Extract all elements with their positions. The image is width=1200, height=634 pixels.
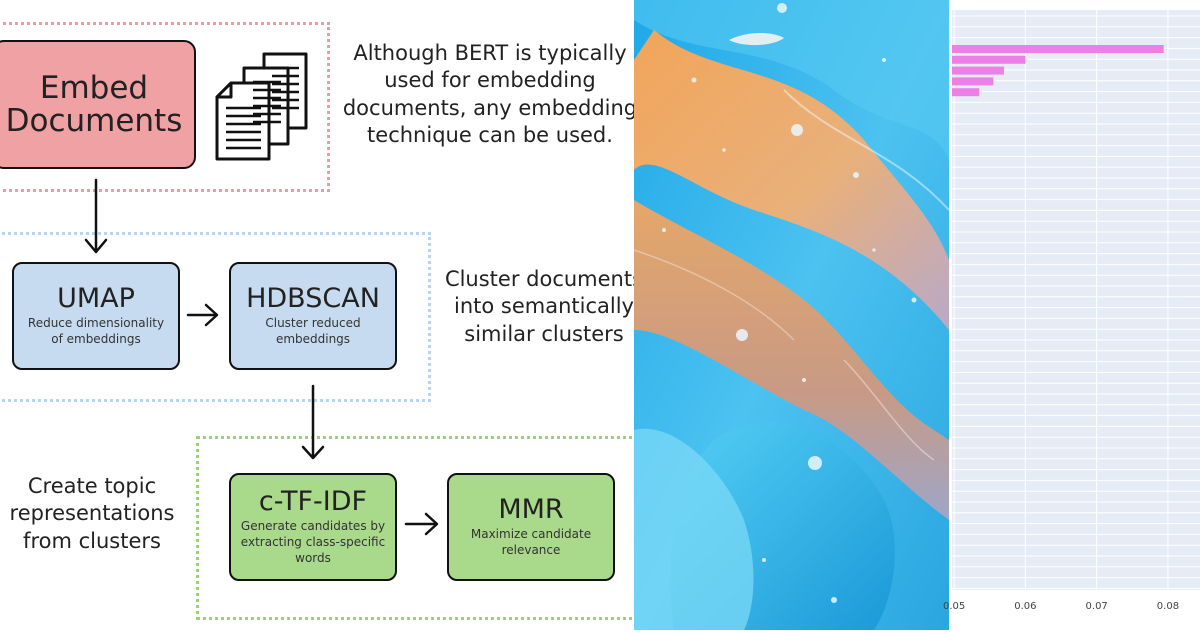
embed-title-line1: Embed [39,69,149,106]
cluster-note-line1: Cluster documents [444,267,644,291]
cluster-note: Cluster documents into semantically simi… [444,266,644,348]
abstract-photo-art [633,0,950,630]
hdbscan-sub-line1: Cluster reduced [265,315,361,330]
umap-box: UMAP Reduce dimensionality of embeddings [12,262,180,370]
embed-note-line4: technique can be used. [367,122,613,147]
ctfidf-sub-line2: extracting class-specific [240,535,386,550]
plot-background [952,10,1200,590]
hdbscan-sub-line2: embeddings [275,332,351,347]
abstract-photo [633,0,950,630]
chart-bars [952,45,1164,97]
hdbscan-title: HDBSCAN [246,282,380,314]
umap-subtitle: Reduce dimensionality of embeddings [28,315,164,347]
x-tick-label: 0.06 [1014,601,1036,612]
topic-note-line3: from clusters [23,528,161,553]
x-tick-label: 0.05 [943,601,965,612]
embed-group-border [0,22,330,192]
embed-note-line3: documents, any embedding [342,95,638,120]
reduce-cluster-group-border [0,232,431,402]
mmr-box: MMR Maximize candidate relevance [447,473,615,581]
pipeline-diagram: Embed Documents Although BERT is typical… [0,22,646,620]
embed-note-line2: used for embedding [384,68,596,93]
bar-chart: 0.05 0.06 0.07 0.08 [943,0,1200,630]
documents-icon [215,52,308,161]
topic-note: Create topic representations from cluste… [0,473,184,555]
bar [952,77,994,86]
mmr-sub-line1: Maximize candidate [470,526,592,541]
ctfidf-box: c-TF-IDF Generate candidates by extracti… [229,473,397,581]
topic-note-line2: representations [9,501,175,526]
bar-chart-svg: 0.05 0.06 0.07 0.08 [943,10,1200,612]
x-tick-label: 0.07 [1086,601,1108,612]
chart-gridlines [952,10,1200,590]
ctfidf-sub-line1: Generate candidates by [240,518,386,533]
cluster-note-line2: into semantically [454,294,634,319]
embed-note: Although BERT is typically used for embe… [340,40,640,149]
ctfidf-title: c-TF-IDF [258,485,368,517]
ctfidf-subtitle: Generate candidates by extracting class-… [241,518,385,567]
x-tick-label: 0.08 [1157,601,1179,612]
cluster-note-line3: similar clusters [464,321,624,346]
bar [952,45,1164,53]
embed-documents-box: Embed Documents [0,40,196,169]
ctfidf-sub-line3: words [295,551,331,566]
umap-sub-line2: of embeddings [51,332,141,347]
topic-note-line1: Create topic [27,474,157,498]
mmr-subtitle: Maximize candidate relevance [471,526,591,558]
hdbscan-subtitle: Cluster reduced embeddings [265,315,360,347]
chart-x-ticks: 0.05 0.06 0.07 0.08 [943,601,1179,612]
embed-note-line1: Although BERT is typically [353,41,627,65]
mmr-title: MMR [498,493,564,525]
embed-title-line2: Documents [5,102,183,139]
bar [952,55,1026,64]
umap-sub-line1: Reduce dimensionality [27,315,165,330]
umap-title: UMAP [57,282,135,314]
bar [952,88,980,97]
mmr-sub-line2: relevance [501,543,561,558]
bar [952,66,1005,75]
hdbscan-box: HDBSCAN Cluster reduced embeddings [229,262,397,370]
